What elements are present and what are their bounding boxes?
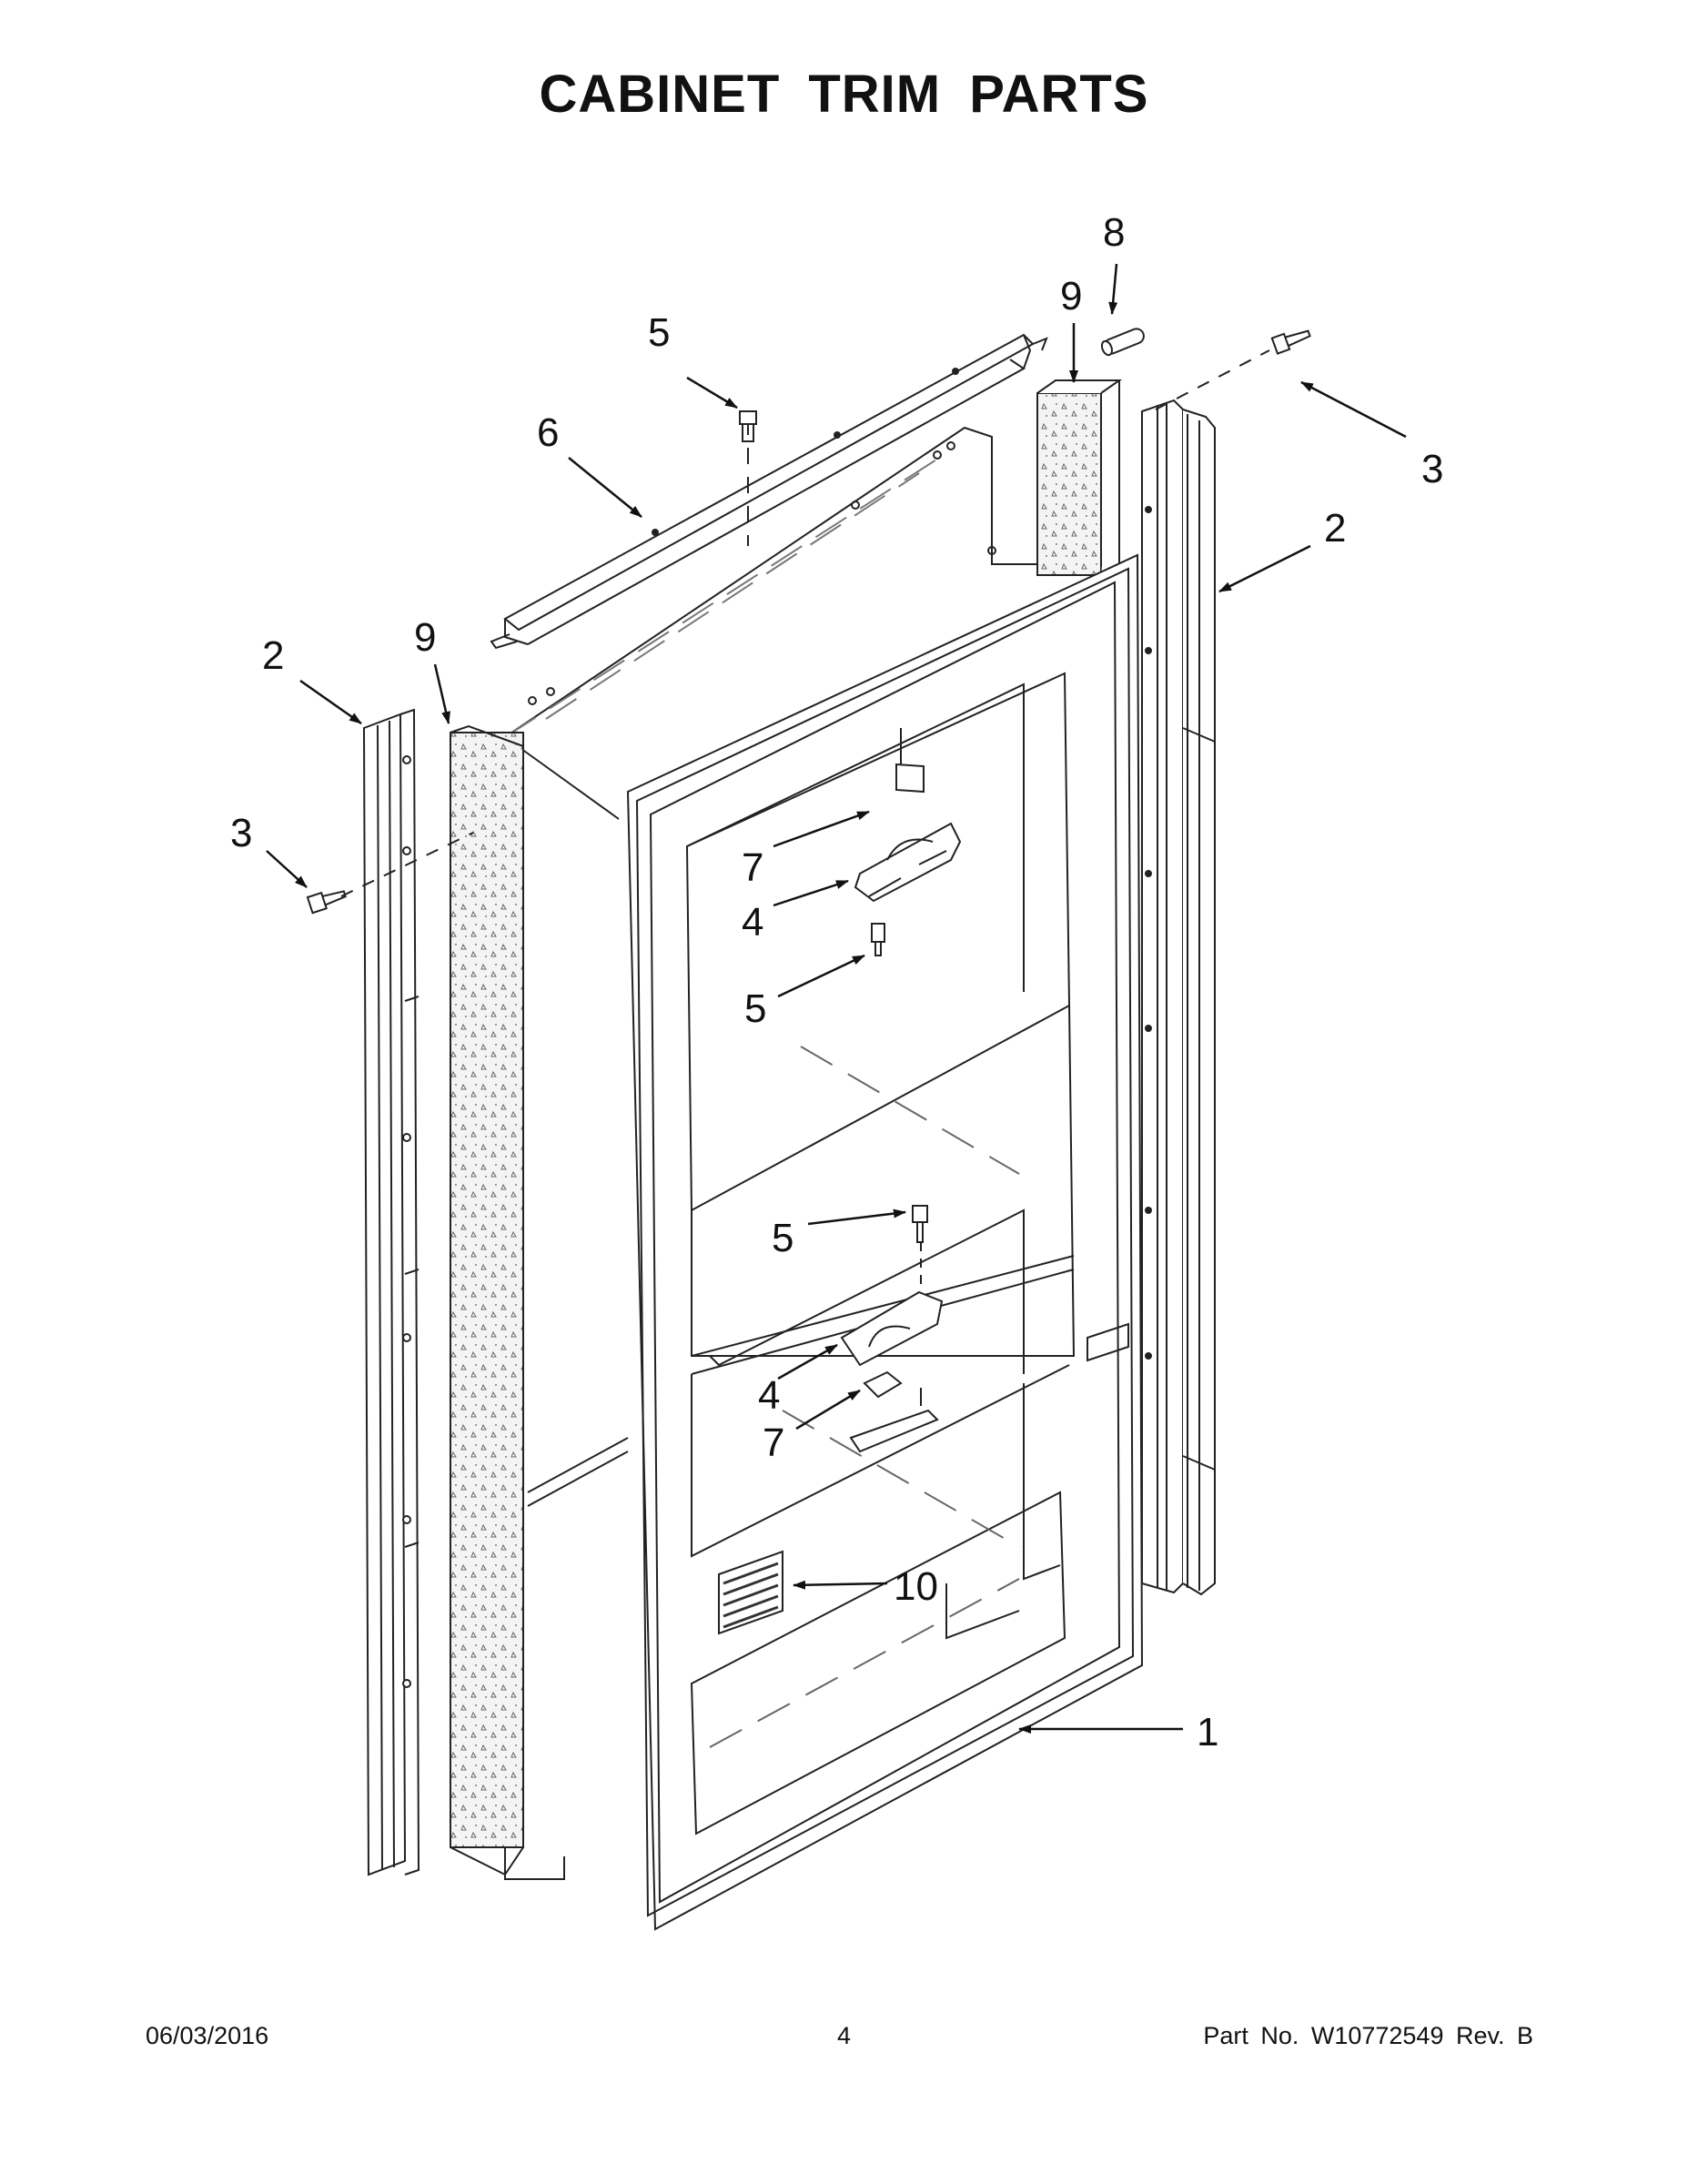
hinge-lower [840,1205,944,1453]
footer-part-number: Part No. W10772549 Rev. B [1203,2022,1533,2049]
callout-9-left: 9 [414,615,436,660]
door-frame [626,553,1144,1931]
page-title: CABINET TRIM PARTS [539,65,1149,124]
screw-left [306,890,347,915]
footer-page-number: 4 [836,2022,852,2049]
callout-5-lower: 5 [772,1216,793,1260]
callout-10: 10 [894,1564,938,1609]
callout-4-lower: 4 [758,1373,780,1418]
callout-5-top: 5 [648,310,670,355]
screw-top [739,410,757,546]
foam-strip-left [450,732,524,1848]
hinge-upper [854,728,962,956]
vent-grille [718,1550,783,1635]
footer-date: 06/03/2016 [146,2022,269,2049]
callout-5-mid: 5 [744,986,766,1031]
callout-1: 1 [1197,1710,1218,1754]
pin-part [1100,328,1145,357]
callout-2-right: 2 [1324,506,1346,551]
callout-3-left: 3 [230,811,252,855]
callout-2-left: 2 [262,633,284,678]
top-trim-channel [490,333,1048,650]
callout-9-top: 9 [1060,274,1082,318]
side-trim-right [1141,399,1216,1596]
foam-block-top [1036,392,1102,576]
callout-4-upper: 4 [742,900,763,945]
screw-right [1270,329,1311,355]
callout-7-upper: 7 [742,845,763,890]
cabinet-body [504,426,1119,1880]
callout-3-right: 3 [1421,447,1443,491]
callout-6: 6 [537,410,559,455]
callout-8: 8 [1103,210,1125,255]
side-trim-left [362,708,420,1876]
callout-7-lower: 7 [763,1421,784,1465]
